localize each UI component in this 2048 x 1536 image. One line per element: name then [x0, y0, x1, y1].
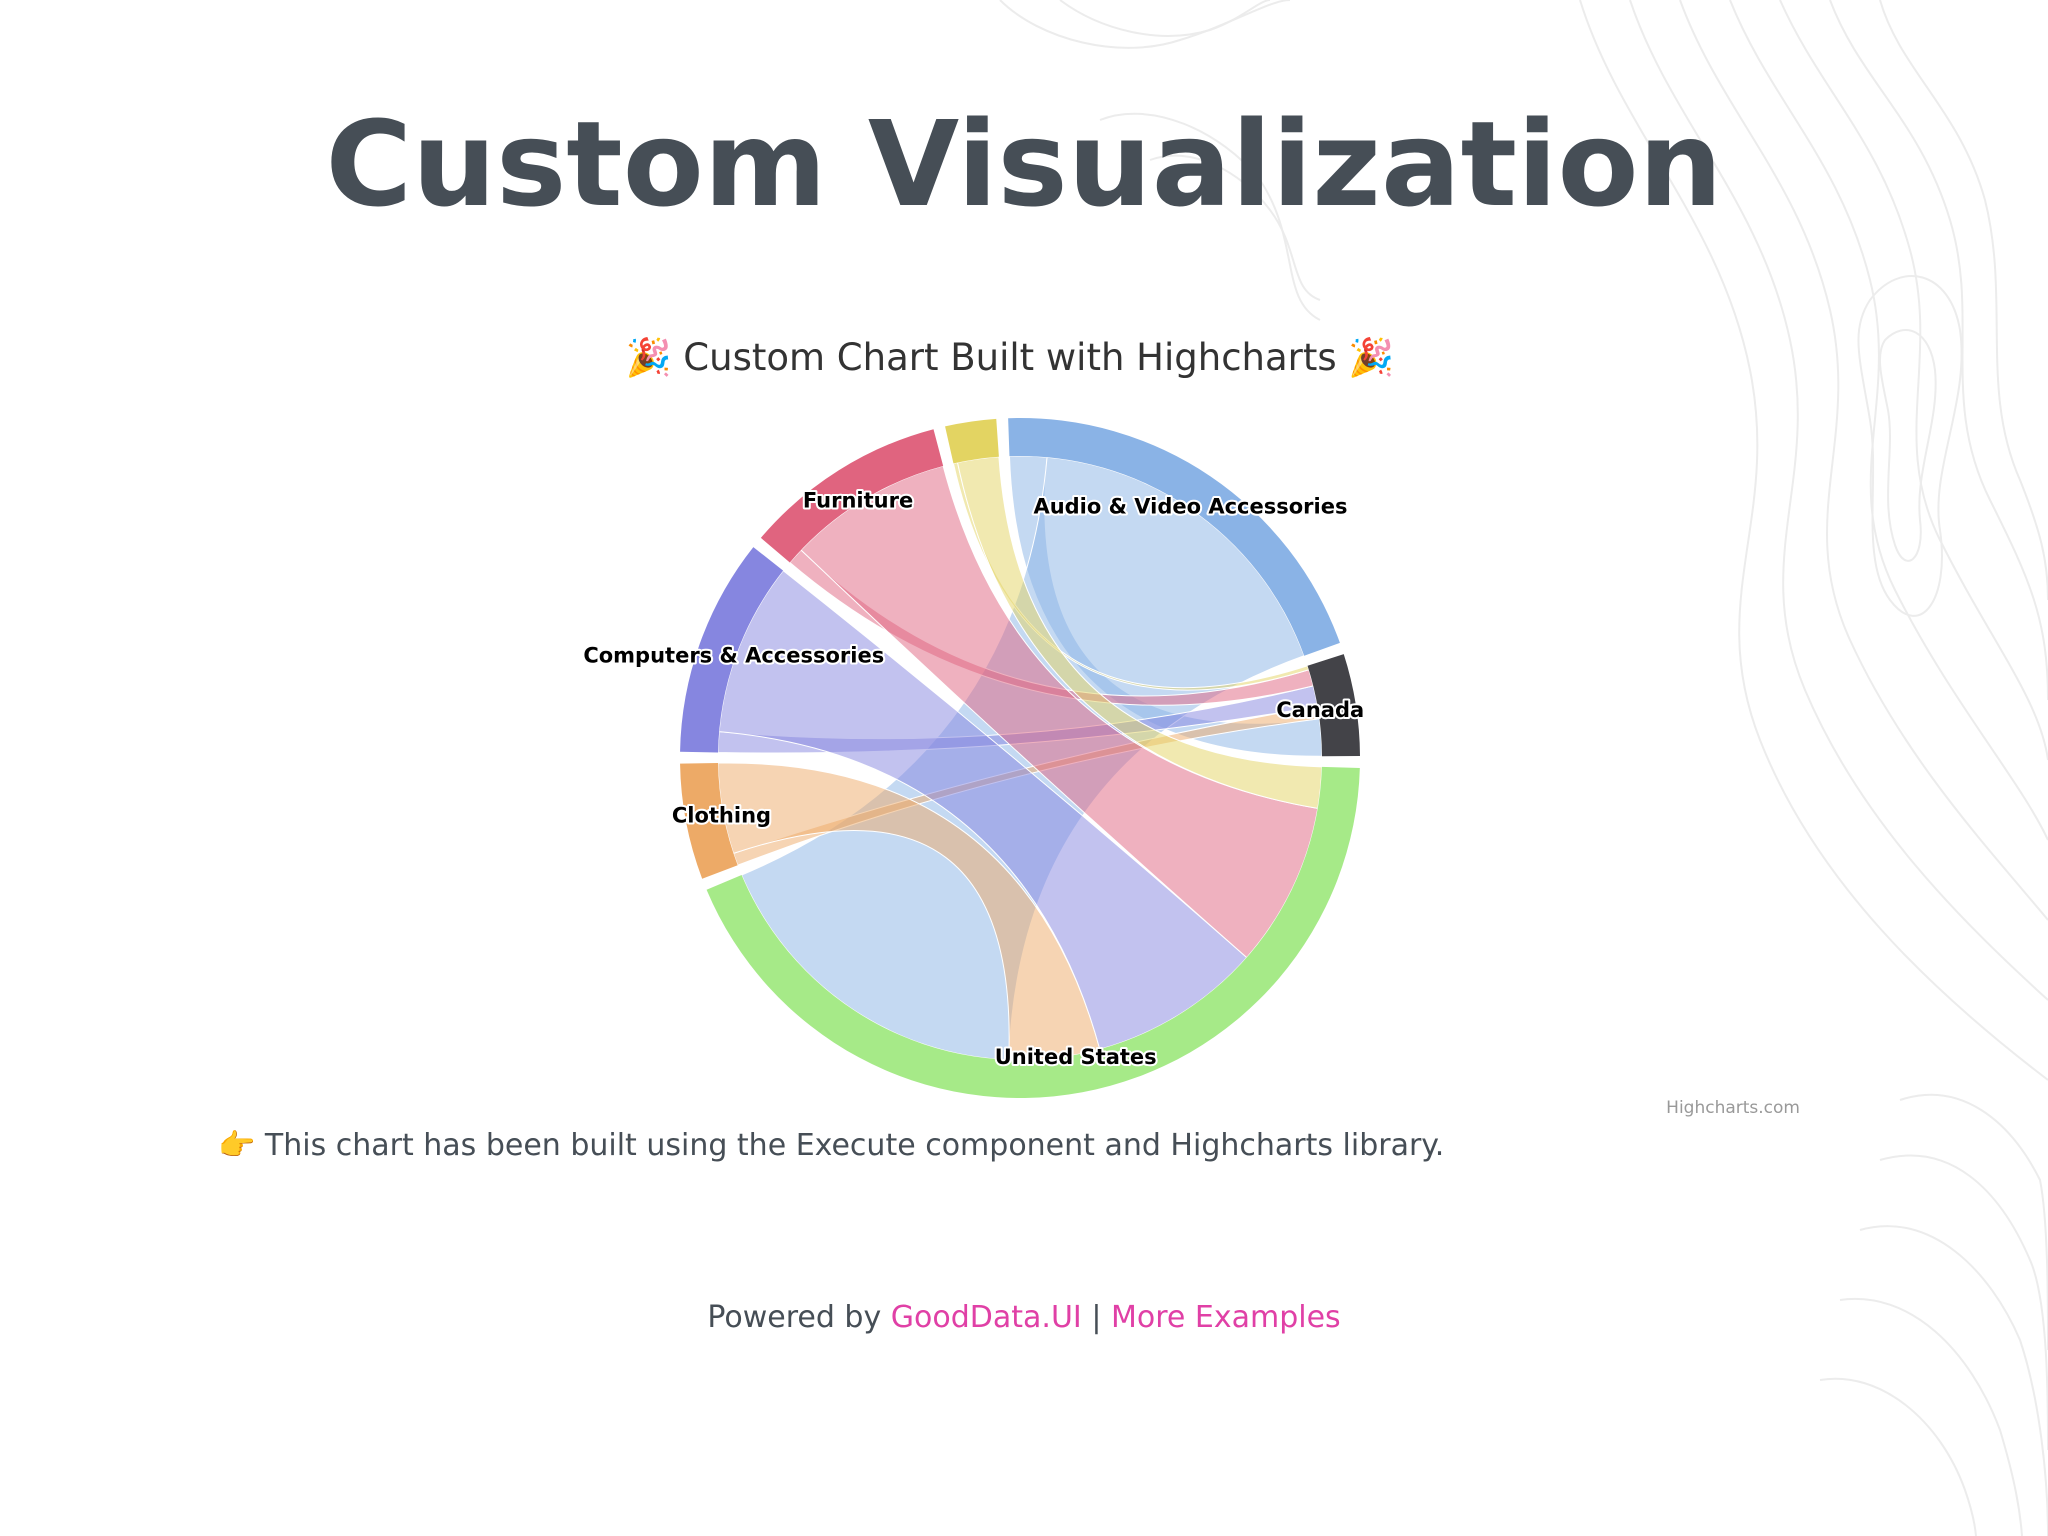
node-label-clothing: Clothing	[672, 803, 771, 827]
node-arc-clothing[interactable]	[680, 763, 738, 879]
highcharts-credits-link[interactable]: Highcharts.com	[1666, 1098, 1800, 1118]
chart-container: 🎉 Custom Chart Built with Highcharts 🎉 A…	[210, 318, 1810, 1138]
node-label-audio-video-accessories: Audio & Video Accessories	[1033, 494, 1347, 518]
more-examples-link[interactable]: More Examples	[1110, 1300, 1341, 1335]
link-home-garden-to-united-states[interactable]	[956, 456, 1323, 809]
node-arc-audio-video-accessories[interactable]	[1008, 418, 1340, 656]
chart-title: 🎉 Custom Chart Built with Highcharts 🎉	[625, 336, 1395, 379]
gooddata-ui-link[interactable]: GoodData.UI	[890, 1300, 1082, 1335]
node-label-united-states: United States	[995, 1045, 1157, 1069]
chart-description: 👉 This chart has been built using the Ex…	[218, 1128, 1445, 1163]
node-arc-united-states[interactable]	[706, 766, 1360, 1098]
footer: Powered by GoodData.UI | More Examples	[0, 1300, 2048, 1335]
footer-separator: |	[1091, 1300, 1102, 1335]
links-group	[717, 455, 1323, 1061]
nodes-group	[680, 418, 1360, 1098]
node-arc-computers-accessories[interactable]	[680, 547, 784, 753]
node-label-canada: Canada	[1276, 698, 1364, 722]
node-label-computers-accessories: Computers & Accessories	[583, 644, 884, 668]
page-title: Custom Visualization	[325, 95, 1723, 233]
footer-prefix: Powered by	[707, 1300, 882, 1335]
node-arc-furniture[interactable]	[760, 429, 944, 563]
node-arc-canada[interactable]	[1307, 654, 1360, 757]
node-label-furniture: Furniture	[803, 489, 913, 513]
node-arc-home-garden[interactable]	[945, 418, 999, 464]
